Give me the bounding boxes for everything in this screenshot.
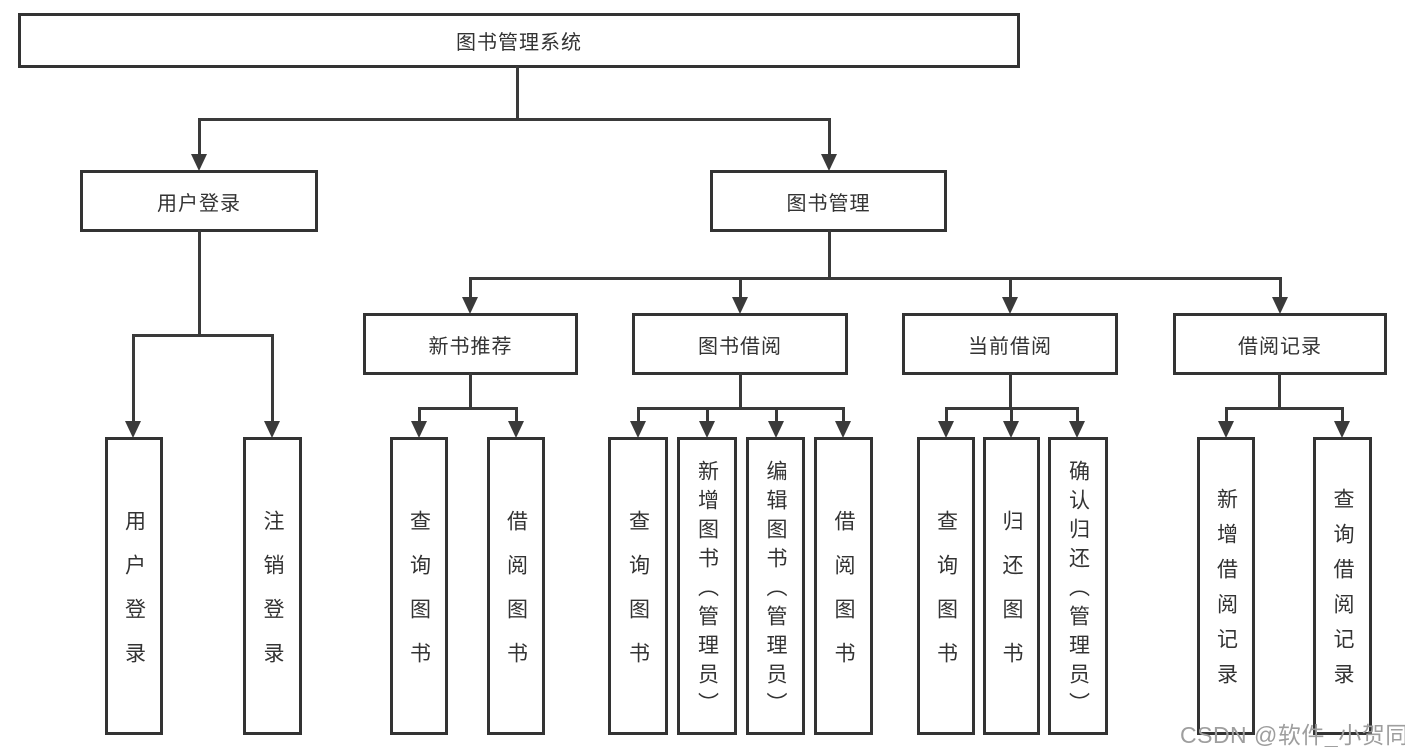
connector-root-vline — [516, 66, 519, 120]
connector-new-book-hline — [418, 407, 518, 410]
connector-user-login-stem — [198, 118, 201, 158]
connector-user-login-hline — [132, 334, 274, 337]
node-user-login: 用户登录 — [80, 170, 318, 232]
node-book-mgmt: 图书管理 — [710, 170, 947, 232]
arrow-down-icon — [508, 421, 524, 438]
node-current-borrow: 当前借阅 — [902, 313, 1118, 375]
arrow-down-icon — [1334, 421, 1350, 438]
connector-leaf-stem — [945, 407, 948, 423]
leaf-query-book-current: 查询图书 — [917, 437, 975, 735]
leaf-borrow-book: 借阅图书 — [814, 437, 873, 735]
leaf-edit-book-admin: 编辑图书（管理员） — [746, 437, 805, 735]
leaf-logout: 注销登录 — [243, 437, 302, 735]
leaf-query-book-rec: 查询图书 — [390, 437, 448, 735]
leaf-borrow-book-rec-label: 借阅图书 — [504, 509, 528, 686]
node-book-mgmt-label: 图书管理 — [786, 192, 871, 215]
arrow-down-icon — [835, 421, 851, 438]
leaf-return-book: 归还图书 — [983, 437, 1040, 735]
connector-leaf-stem — [418, 407, 421, 423]
connector-book-borrow-hline — [637, 407, 844, 410]
leaf-user-login-label: 用户登录 — [122, 509, 146, 686]
leaf-edit-book-admin-label: 编辑图书（管理员） — [764, 459, 787, 721]
leaf-add-borrow-record-label: 新增借阅记录 — [1214, 488, 1238, 698]
arrow-down-icon — [1002, 297, 1018, 314]
leaf-query-borrow-record-label: 查询借阅记录 — [1331, 488, 1354, 698]
connector-book-borrow-vline — [739, 373, 742, 410]
leaf-query-book-current-label: 查询图书 — [934, 509, 958, 686]
connector-root-hline — [198, 118, 831, 121]
arrow-down-icon — [768, 421, 784, 438]
arrow-down-icon — [411, 421, 427, 438]
leaf-return-book-label: 归还图书 — [1000, 509, 1023, 686]
connector-leaf-stem — [1225, 407, 1228, 423]
connector-book-mgmt-stem — [828, 118, 831, 158]
leaf-add-book-admin: 新增图书（管理员） — [677, 437, 737, 735]
connector-current-borrow-vline — [1009, 373, 1012, 410]
arrow-down-icon — [125, 421, 141, 438]
connector-user-login-vline — [198, 230, 201, 337]
connector-borrow-records-hline — [1225, 407, 1343, 410]
leaf-query-book-rec-label: 查询图书 — [407, 509, 431, 686]
node-new-book-rec: 新书推荐 — [363, 313, 578, 375]
node-root-label: 图书管理系统 — [456, 32, 582, 54]
arrow-down-icon — [191, 154, 207, 171]
connector-leaf-stem — [775, 407, 778, 423]
leaf-logout-label: 注销登录 — [261, 509, 284, 686]
leaf-borrow-book-rec: 借阅图书 — [487, 437, 545, 735]
connector-borrow-records-stem — [1279, 277, 1282, 299]
leaf-borrow-book-label: 借阅图书 — [832, 509, 855, 686]
arrow-down-icon — [1069, 421, 1085, 438]
arrow-down-icon — [1003, 421, 1019, 438]
connector-leaf-stem — [1076, 407, 1079, 423]
connector-new-book-stem — [469, 277, 472, 299]
node-borrow-records-label: 借阅记录 — [1238, 335, 1322, 358]
node-borrow-records: 借阅记录 — [1173, 313, 1387, 375]
leaf-query-borrow-record: 查询借阅记录 — [1313, 437, 1372, 735]
node-user-login-label: 用户登录 — [157, 192, 241, 215]
node-root: 图书管理系统 — [18, 13, 1020, 68]
arrow-down-icon — [1272, 297, 1288, 314]
connector-leaf-login-stem — [132, 334, 135, 422]
arrow-down-icon — [264, 421, 280, 438]
arrow-down-icon — [630, 421, 646, 438]
connector-leaf-stem — [637, 407, 640, 423]
arrow-down-icon — [732, 297, 748, 314]
connector-book-mgmt-vline — [828, 230, 831, 280]
csdn-watermark: CSDN @软件_小贺同学 — [1180, 722, 1405, 747]
connector-new-book-vline — [469, 373, 472, 410]
arrow-down-icon — [699, 421, 715, 438]
leaf-user-login: 用户登录 — [105, 437, 163, 735]
connector-current-borrow-stem — [1009, 277, 1012, 299]
arrow-down-icon — [462, 297, 478, 314]
connector-book-mgmt-hline — [469, 277, 1282, 280]
node-current-borrow-label: 当前借阅 — [968, 335, 1052, 358]
connector-leaf-stem — [842, 407, 845, 423]
leaf-query-book-borrow-label: 查询图书 — [626, 509, 650, 686]
connector-borrow-records-vline — [1278, 373, 1281, 410]
leaf-confirm-return-admin: 确认归还（管理员） — [1048, 437, 1108, 735]
connector-leaf-stem — [1010, 407, 1013, 423]
leaf-add-borrow-record: 新增借阅记录 — [1197, 437, 1255, 735]
leaf-add-book-admin-label: 新增图书（管理员） — [695, 459, 719, 721]
node-new-book-rec-label: 新书推荐 — [428, 335, 513, 358]
connector-book-borrow-stem — [739, 277, 742, 299]
leaf-query-book-borrow: 查询图书 — [608, 437, 668, 735]
connector-leaf-stem — [1341, 407, 1344, 423]
node-book-borrow: 图书借阅 — [632, 313, 848, 375]
connector-leaf-stem — [706, 407, 709, 423]
connector-leaf-logout-stem — [271, 334, 274, 422]
arrow-down-icon — [821, 154, 837, 171]
arrow-down-icon — [1218, 421, 1234, 438]
leaf-confirm-return-admin-label: 确认归还（管理员） — [1066, 459, 1090, 721]
arrow-down-icon — [938, 421, 954, 438]
node-book-borrow-label: 图书借阅 — [698, 335, 782, 358]
connector-leaf-stem — [515, 407, 518, 423]
